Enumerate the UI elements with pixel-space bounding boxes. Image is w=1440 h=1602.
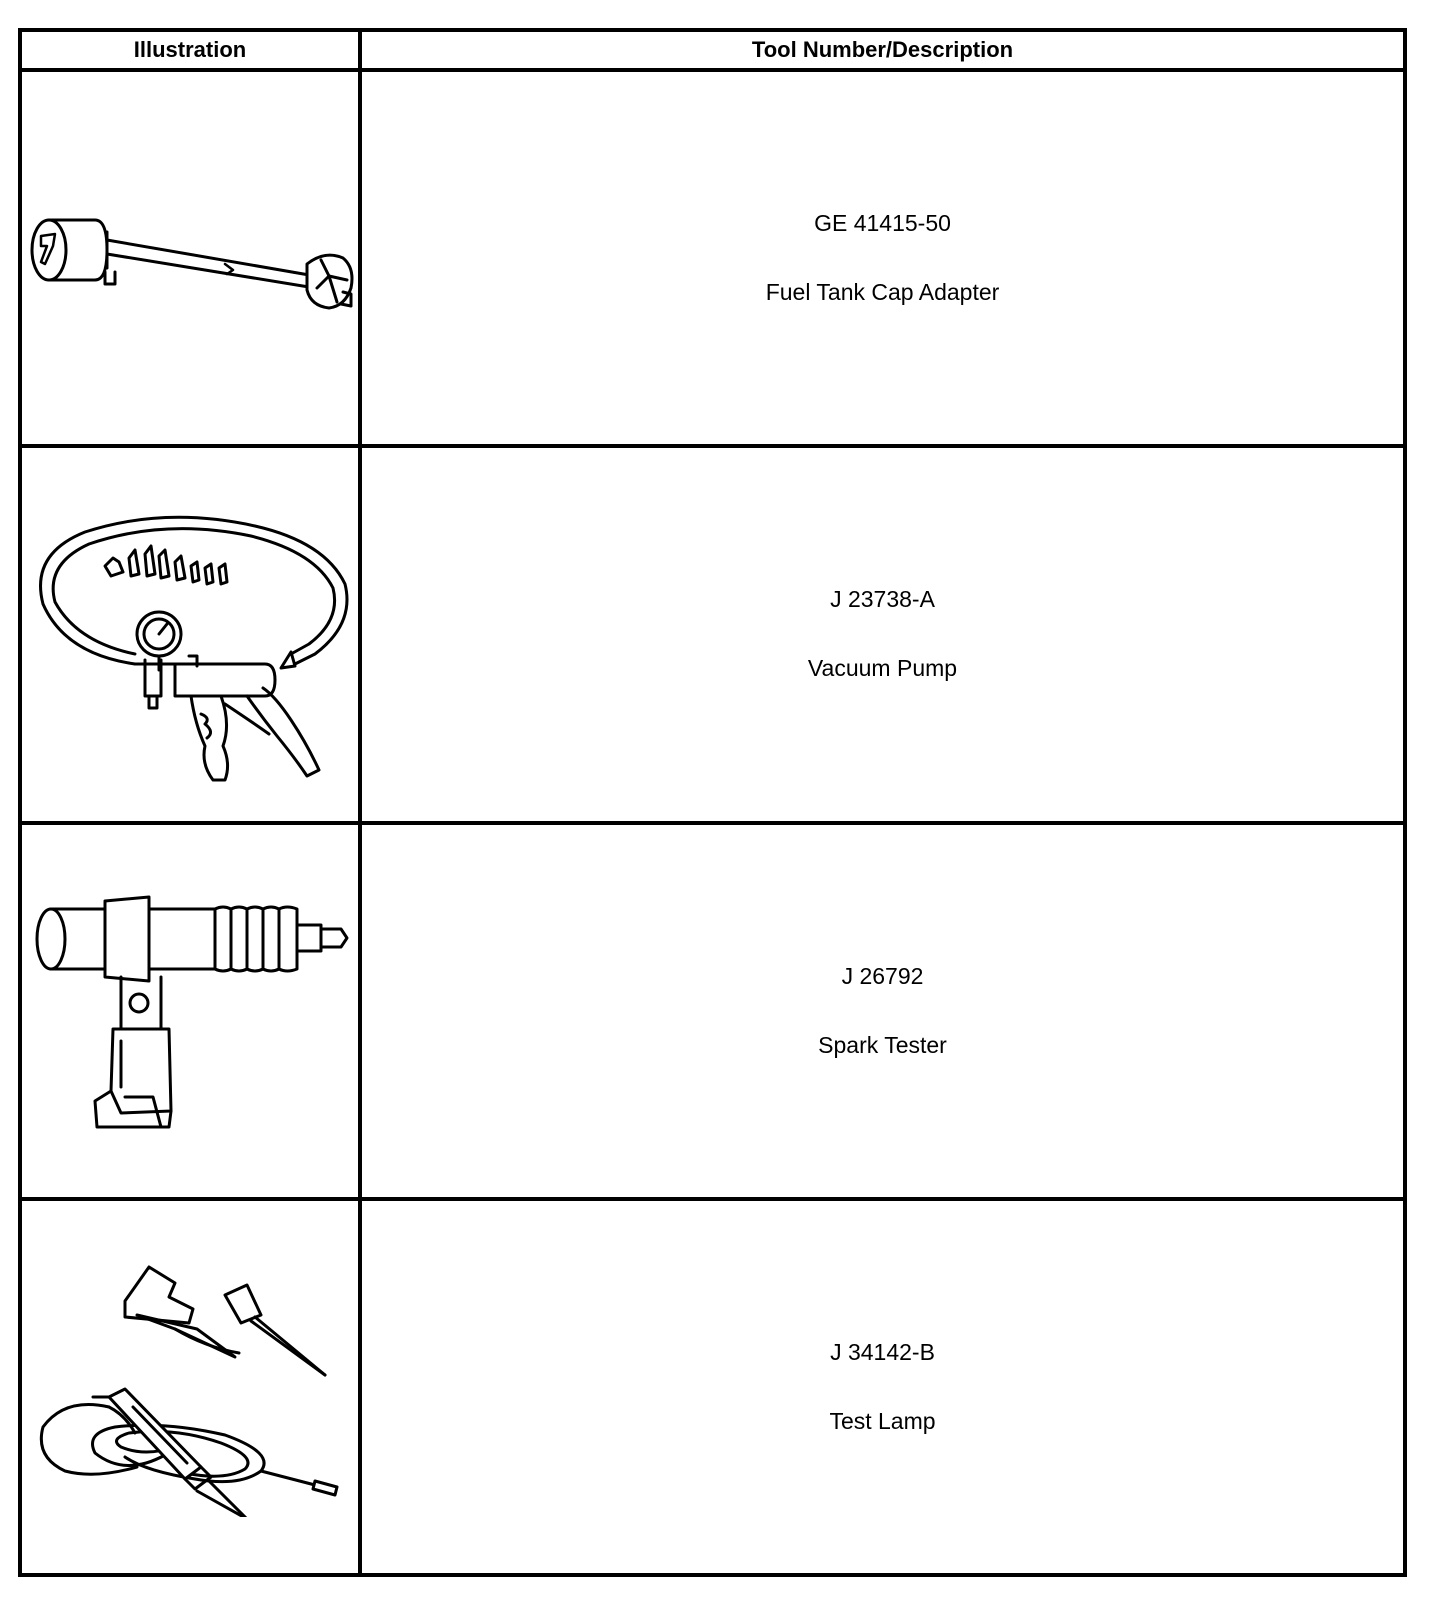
header-tool-number-description: Tool Number/Description (358, 28, 1407, 72)
illustration-cell (18, 1196, 362, 1578)
header-row: Illustration Tool Number/Description (18, 28, 1407, 72)
fuel-tank-cap-adapter-icon (30, 218, 354, 310)
tool-number: GE 41415-50 (814, 210, 951, 237)
table-row: GE 41415-50 Fuel Tank Cap Adapter (18, 67, 1407, 449)
table-row: J 34142-B Test Lamp (18, 1196, 1407, 1578)
tool-description: Test Lamp (829, 1407, 936, 1434)
vacuum-pump-icon (39, 516, 349, 782)
header-illustration: Illustration (18, 28, 362, 72)
tool-description: Vacuum Pump (807, 655, 958, 682)
tool-description: Spark Tester (818, 1031, 947, 1058)
illustration-cell (18, 67, 362, 449)
tool-description-cell: GE 41415-50 Fuel Tank Cap Adapter (358, 67, 1407, 449)
spark-tester-icon (35, 895, 349, 1129)
tool-description-cell: J 26792 Spark Tester (358, 820, 1407, 1201)
table-row: J 23738-A Vacuum Pump (18, 444, 1407, 825)
tool-description: Fuel Tank Cap Adapter (765, 279, 1000, 306)
table-row: J 26792 Spark Tester (18, 820, 1407, 1201)
special-tools-table: Illustration Tool Number/Description (18, 28, 1407, 1578)
tool-description-cell: J 34142-B Test Lamp (358, 1196, 1407, 1578)
tool-number: J 23738-A (830, 586, 935, 613)
illustration-cell (18, 820, 362, 1201)
tool-number: J 26792 (841, 962, 924, 989)
test-lamp-icon (39, 1265, 339, 1517)
tool-description-cell: J 23738-A Vacuum Pump (358, 444, 1407, 825)
illustration-cell (18, 444, 362, 825)
tool-number: J 34142-B (830, 1338, 935, 1365)
